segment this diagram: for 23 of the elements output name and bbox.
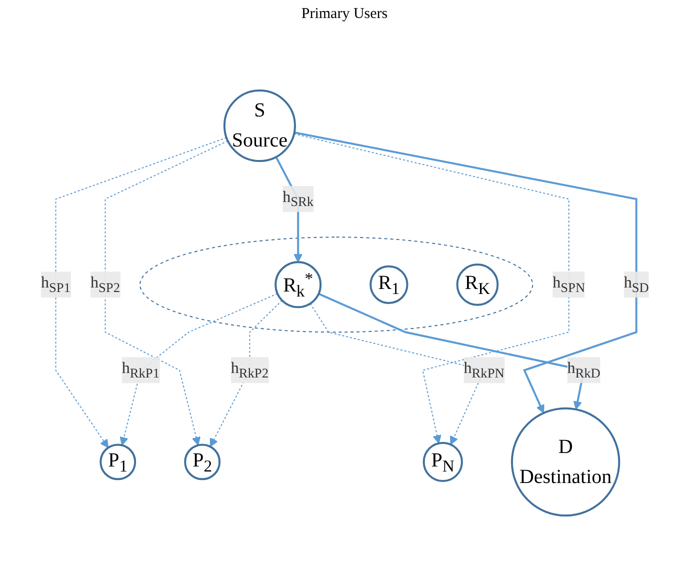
edge-label: h$_{RkD}$ [566,360,600,380]
arrow [293,133,569,444]
node-circle: P$_{1}$ [99,444,136,480]
edge-label: h$_{RkP1}$ [121,360,160,380]
edge-label: h$_{SPN}$ [552,274,585,295]
group-label: Primary Users [301,6,388,23]
node-circle: P$_{N}$ [422,442,462,482]
edge-label: h$_{RkP2}$ [230,360,268,380]
arrow [209,300,282,448]
node-circle: R$_{K}$ [456,263,498,306]
arrow [318,292,585,410]
node-circle: R$_{1}$ [369,265,408,304]
edge-label: h$_{SP2}$ [90,274,120,295]
arrow [54,137,227,448]
edge-label: h$_{SD}$ [623,274,648,295]
node-circle: S Source [223,89,296,162]
arrow [294,131,637,414]
edge-label: h$_{SRk}$ [282,188,314,210]
node-circle: D Destination [510,407,620,517]
node-circle: P$_{2}$ [184,444,220,480]
edge-label: h$_{RkPN}$ [463,360,504,380]
edge-label: h$_{SP1}$ [40,274,70,295]
arrow [104,140,228,446]
